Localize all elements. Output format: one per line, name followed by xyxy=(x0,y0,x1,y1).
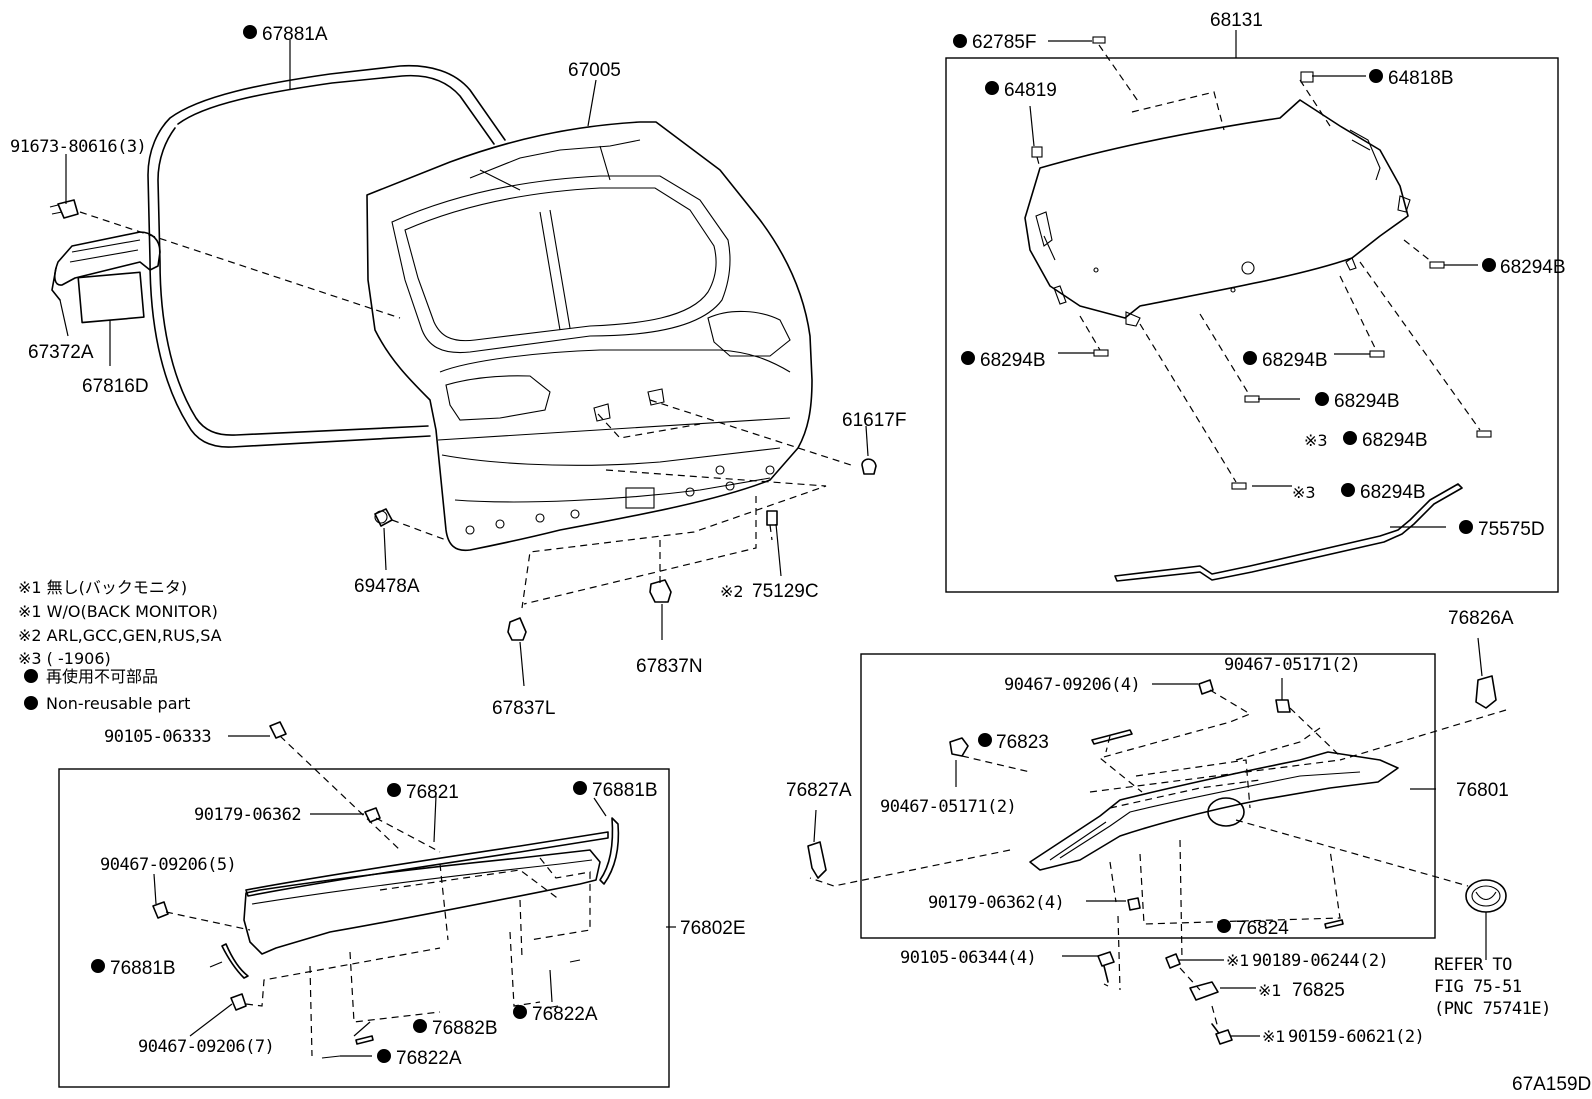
garnish-group-box xyxy=(860,653,1436,939)
back-door-panel-drawing xyxy=(366,121,813,552)
weatherstrip-drawing xyxy=(147,64,506,448)
label-90467-09206-4: 90467-09206(4) xyxy=(1004,675,1140,695)
label-67837N: 67837N xyxy=(636,656,703,677)
label-91673-80616: 91673-80616(3) xyxy=(10,137,146,157)
label-90179-06362-4: 90179-06362(4) xyxy=(928,893,1064,913)
label-76881B-top: 76881B xyxy=(592,780,658,801)
label-68131: 68131 xyxy=(1210,10,1263,31)
part-labels: 67881A 67005 91673-80616(3) 67372A 67816… xyxy=(10,10,1591,1095)
label-76821: 76821 xyxy=(406,782,459,803)
label-69478A: 69478A xyxy=(354,576,420,597)
label-68294B-mid1: 68294B xyxy=(1262,350,1328,371)
label-76823: 76823 xyxy=(996,732,1049,753)
note-1-ja: ※1 無し(バックモニタ) xyxy=(18,578,187,597)
spoiler-group-box xyxy=(945,57,1559,593)
ref-mark-1a: ※1 xyxy=(1226,951,1250,970)
label-67372A: 67372A xyxy=(28,342,94,363)
ref-mark-3a: ※3 xyxy=(1304,431,1328,450)
label-68294B-mid3: 68294B xyxy=(1362,430,1428,451)
label-68294B-right: 68294B xyxy=(1500,257,1566,278)
note-non-reusable-ja: 再使用不可部品 xyxy=(46,667,158,686)
diagram-code: 67A159D xyxy=(1512,1074,1591,1095)
label-64819: 64819 xyxy=(1004,80,1057,101)
note-3: ※3 ( -1906) xyxy=(18,649,111,668)
assembly-lines xyxy=(79,44,1507,1057)
label-90467-09206-7: 90467-09206(7) xyxy=(138,1037,274,1057)
label-68294B-mid4: 68294B xyxy=(1360,482,1426,503)
label-90189-06244: 90189-06244(2) xyxy=(1252,951,1388,971)
ref-mark-1b: ※1 xyxy=(1258,981,1282,1000)
label-90467-09206-5: 90467-09206(5) xyxy=(100,855,236,875)
label-75129C: 75129C xyxy=(752,581,819,602)
refer-line-2: FIG 75-51 xyxy=(1434,977,1522,997)
label-90179-06362: 90179-06362 xyxy=(194,805,301,825)
label-67816D: 67816D xyxy=(82,376,149,397)
note-1-en: ※1 W/O(BACK MONITOR) xyxy=(18,602,218,621)
back-door-handle-drawing xyxy=(49,199,161,324)
ref-mark-1c: ※1 xyxy=(1262,1027,1286,1046)
lower-garnish-group-box xyxy=(58,768,670,1088)
label-76881B-left: 76881B xyxy=(110,958,176,979)
label-67881A: 67881A xyxy=(262,24,328,45)
label-76827A: 76827A xyxy=(786,780,852,801)
label-76882B: 76882B xyxy=(432,1018,498,1039)
label-68294B-left: 68294B xyxy=(980,350,1046,371)
label-62785F: 62785F xyxy=(972,32,1036,53)
label-76822A-bottom: 76822A xyxy=(396,1048,462,1069)
label-68294B-mid2: 68294B xyxy=(1334,391,1400,412)
label-64818B: 64818B xyxy=(1388,68,1454,89)
label-76824: 76824 xyxy=(1236,918,1289,939)
leader-lines xyxy=(59,30,1487,1057)
legend-notes: ※1 無し(バックモニタ) ※1 W/O(BACK MONITOR) ※2 AR… xyxy=(18,578,222,713)
ref-mark-3b: ※3 xyxy=(1292,483,1316,502)
refer-line-1: REFER TO xyxy=(1434,955,1512,975)
label-67005: 67005 xyxy=(568,60,621,81)
label-76802E: 76802E xyxy=(680,918,746,939)
label-61617F: 61617F xyxy=(842,410,906,431)
label-76822A-right: 76822A xyxy=(532,1004,598,1025)
note-non-reusable-en: Non-reusable part xyxy=(46,694,190,713)
lower-garnish-drawing xyxy=(152,721,620,1059)
label-90105-06333: 90105-06333 xyxy=(104,727,211,747)
ref-mark-2: ※2 xyxy=(720,582,744,601)
small-parts-left xyxy=(374,458,877,641)
label-76826A: 76826A xyxy=(1448,608,1514,629)
label-67837L: 67837L xyxy=(492,698,555,719)
label-90159-60621: 90159-60621(2) xyxy=(1288,1027,1424,1047)
refer-line-3: (PNC 75741E) xyxy=(1434,999,1551,1019)
label-76825: 76825 xyxy=(1292,980,1345,1001)
non-reusable-markers xyxy=(24,25,1496,1063)
label-76801: 76801 xyxy=(1456,780,1509,801)
bolt-parts-bottom xyxy=(1097,951,1233,1045)
note-2: ※2 ARL,GCC,GEN,RUS,SA xyxy=(18,626,222,645)
label-90467-05171-b: 90467-05171(2) xyxy=(880,797,1016,817)
label-90467-05171-a: 90467-05171(2) xyxy=(1224,655,1360,675)
label-75575D: 75575D xyxy=(1478,519,1545,540)
label-90105-06344: 90105-06344(4) xyxy=(900,948,1036,968)
